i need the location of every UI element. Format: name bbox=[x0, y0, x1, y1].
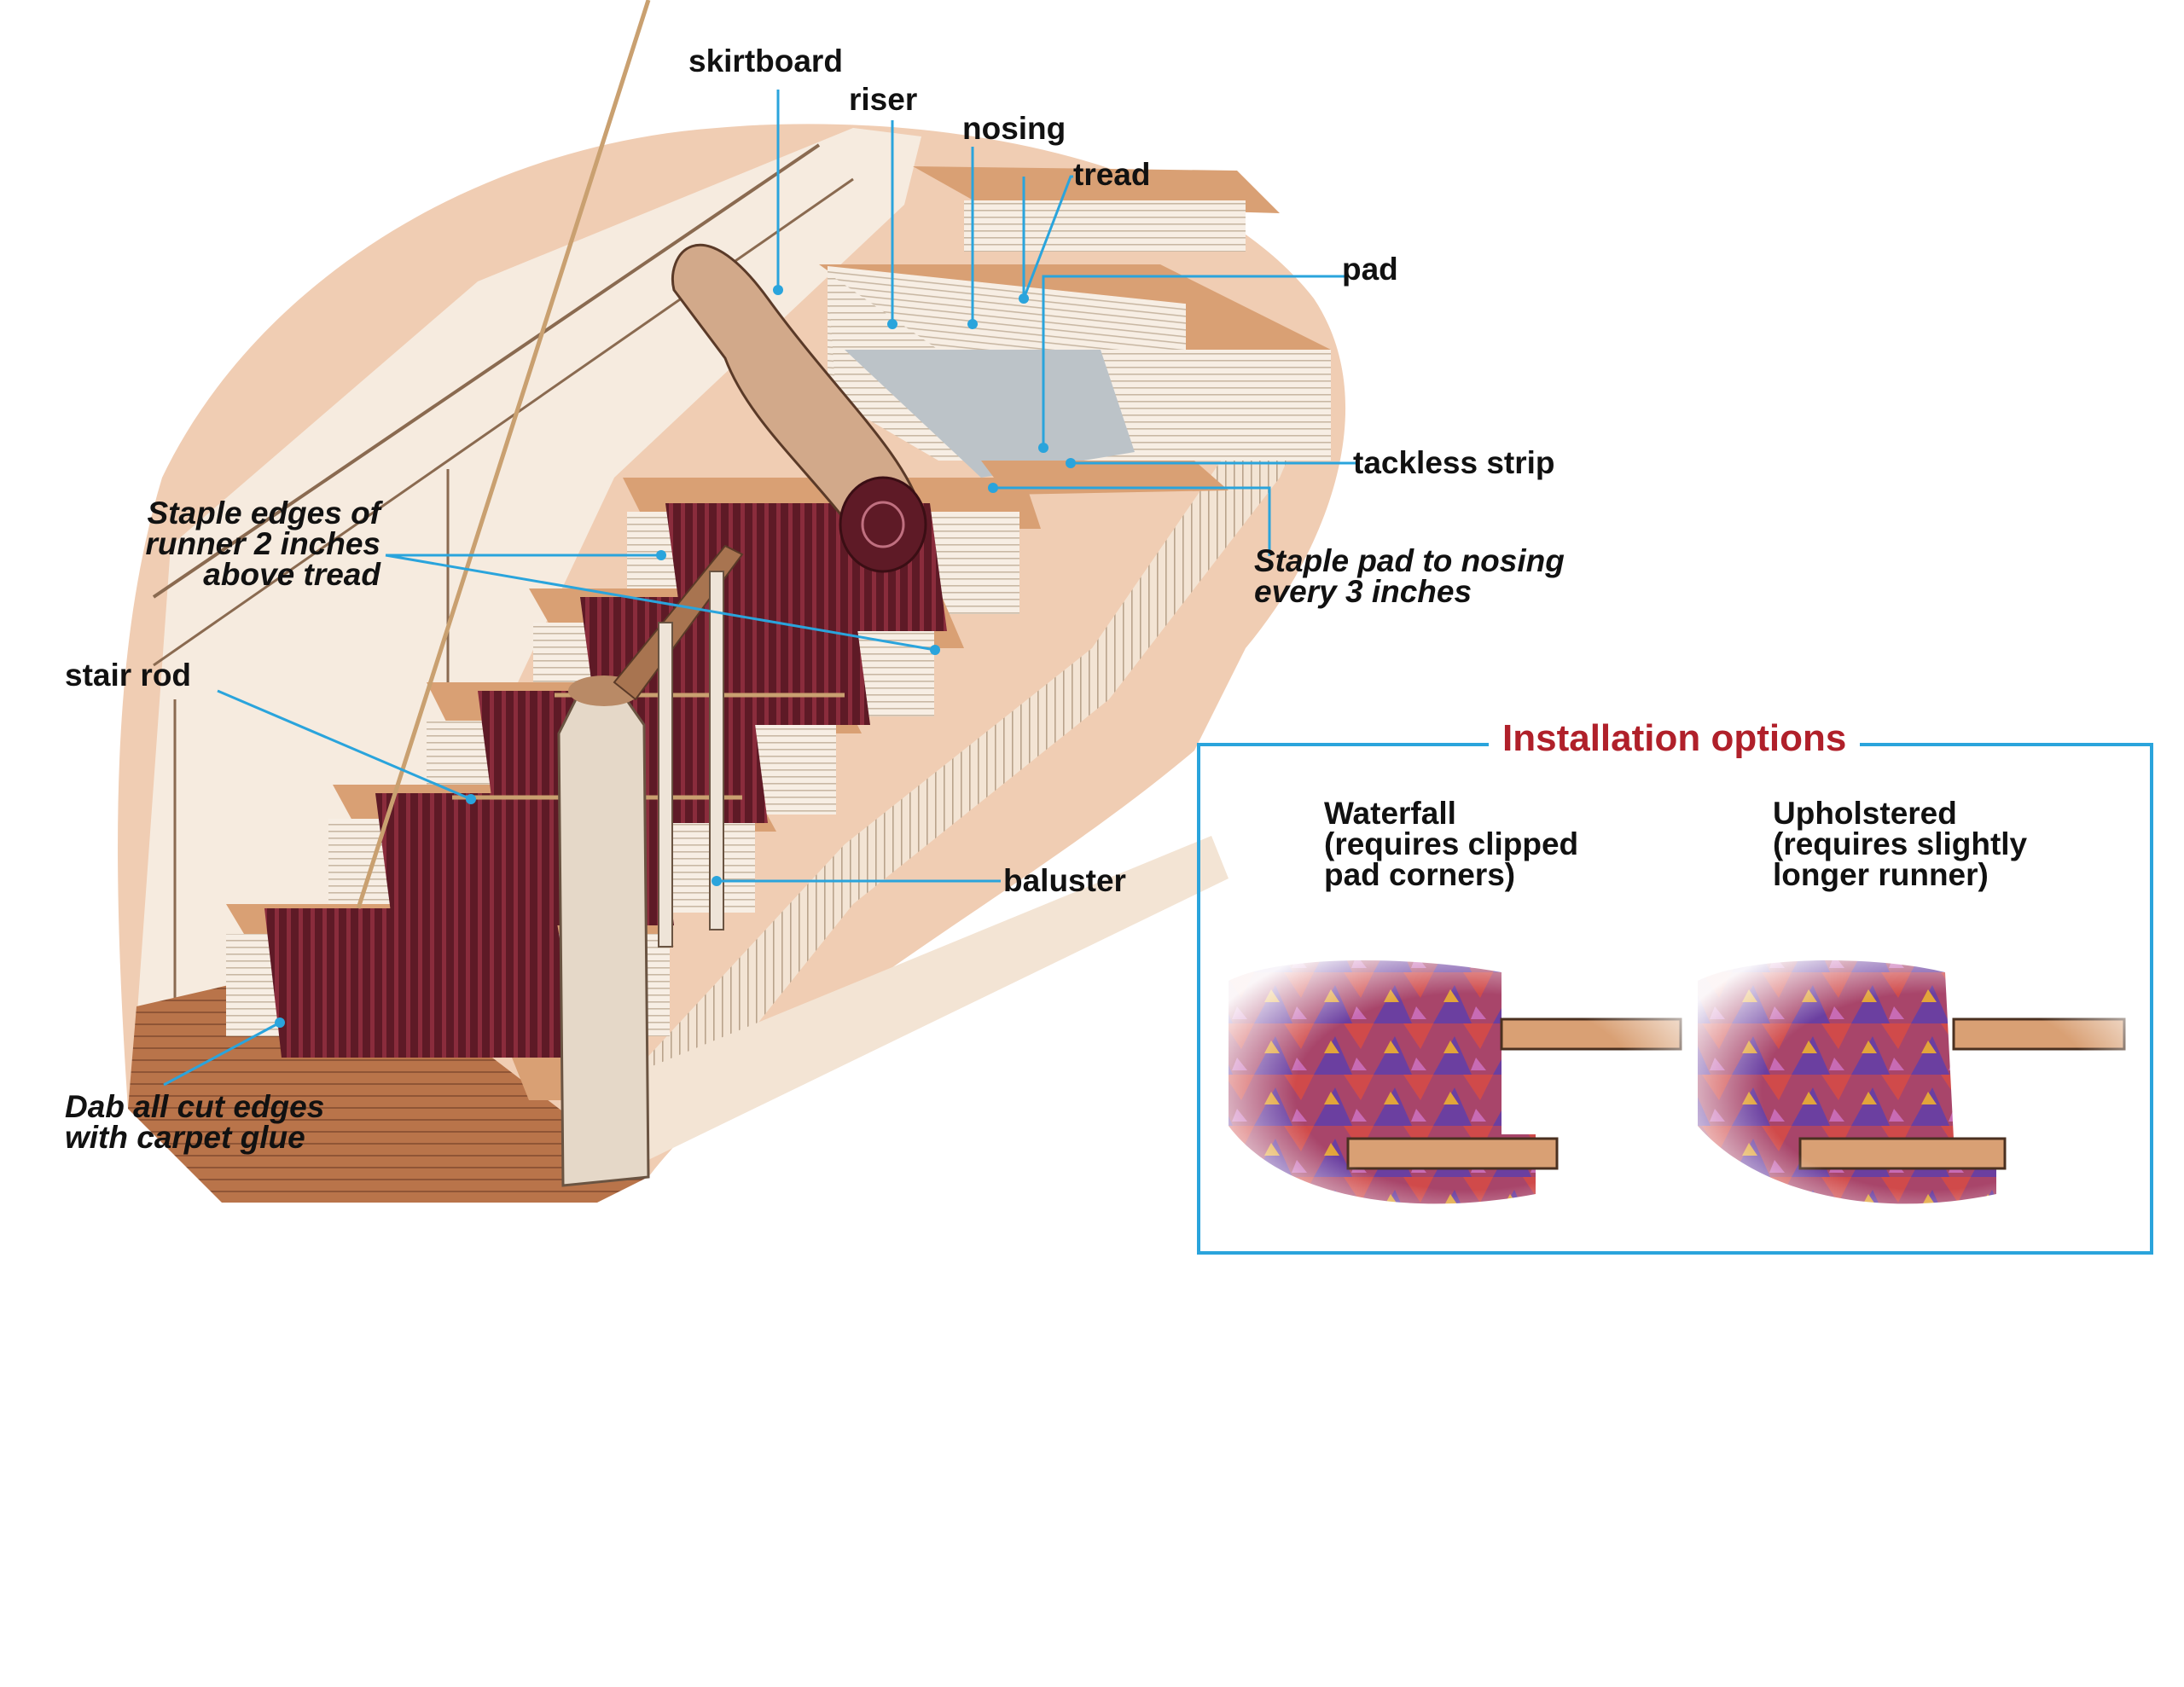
label-skirtboard: skirtboard bbox=[688, 43, 843, 78]
pad-area bbox=[845, 350, 1135, 478]
option-waterfall: Waterfall (requires clipped pad corners) bbox=[1324, 796, 1579, 892]
option-upholstered: Upholstered (requires slightly longer ru… bbox=[1773, 796, 2028, 892]
leader-dots bbox=[275, 285, 1076, 1028]
label-pad: pad bbox=[1342, 252, 1398, 287]
balusters bbox=[658, 571, 724, 948]
waterfall-illustration bbox=[1228, 955, 1706, 1228]
label-tackless-strip: tackless strip bbox=[1353, 445, 1555, 480]
upholstered-illustration bbox=[1698, 955, 2158, 1228]
newel-post bbox=[557, 675, 650, 1187]
stringer bbox=[631, 358, 1331, 1160]
label-riser: riser bbox=[849, 82, 918, 117]
leader-lines bbox=[163, 90, 1356, 1087]
label-baluster: baluster bbox=[1003, 863, 1126, 898]
label-tread: tread bbox=[1073, 157, 1151, 192]
label-staple-pad: Staple pad to nosing every 3 inches bbox=[1254, 543, 1565, 609]
label-stair-rod: stair rod bbox=[65, 658, 192, 693]
label-nosing: nosing bbox=[962, 111, 1066, 146]
installation-options-title: Installation options bbox=[1489, 715, 1861, 762]
rolled-runner bbox=[671, 243, 927, 573]
label-dab-glue: Dab all cut edges with carpet glue bbox=[65, 1089, 325, 1155]
label-staple-edges: Staple edges of runner 2 inches above tr… bbox=[145, 496, 380, 592]
